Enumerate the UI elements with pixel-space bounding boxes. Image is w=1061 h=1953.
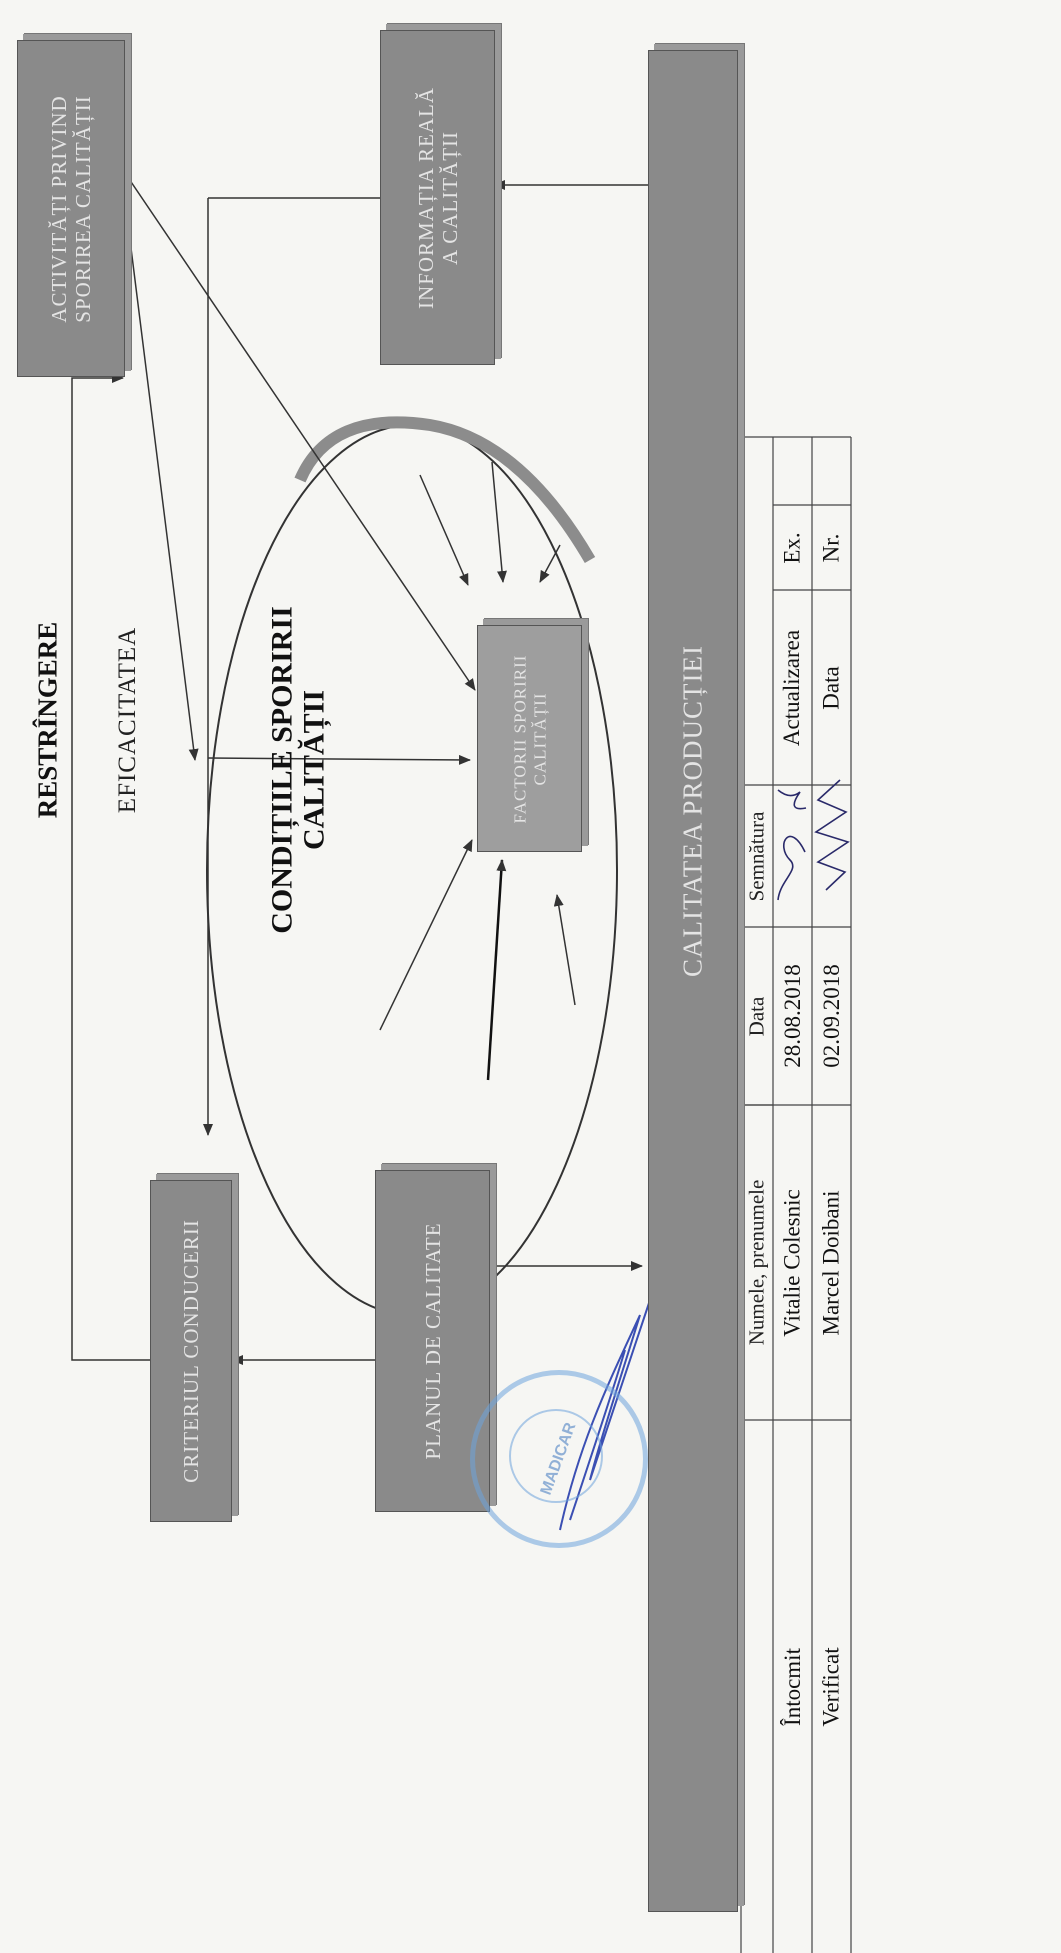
informatia-line1: INFORMAȚIA REALĂ [413,86,438,309]
input-arrow-top-1 [419,474,469,586]
row2-name: Marcel Doibani [818,1190,844,1335]
criteriul-box: CRITERIUL CONDUCERII [150,1180,232,1522]
row1-role: Întocmit [779,1647,805,1726]
activitati-box: ACTIVITĂȚI PRIVIND SPORIREA CALITĂȚII [17,40,125,377]
input-arrow-bottom-1 [379,839,473,1031]
restringere-label: RESTRÎNGERE [32,621,63,819]
company-stamp: MADICAR [470,1370,648,1548]
row2-name-cell: Marcel Doibani [812,1105,851,1420]
conditions-ellipse-shadow [294,416,596,564]
informatia-line2: A CALITĂȚII [437,130,462,265]
data-side-label: Data [818,665,844,710]
factorii-line1: FACTORII SPORIRII [509,654,529,823]
data-side-cell: Data [812,590,851,785]
header-name-cell: Numele, prenumele [741,1105,773,1420]
informatia-box: INFORMAȚIA REALĂ A CALITĂȚII [380,30,495,365]
table-grid [740,436,852,1953]
row2-date-cell: 02.09.2018 [812,927,851,1105]
actualizarea-label: Actualizarea [779,629,805,746]
criteriul-label: CRITERIUL CONDUCERII [178,1219,203,1483]
activitati-to-eficacitatea-arrow [124,199,199,761]
conditii-label-line2: CALITĂȚII [297,689,330,851]
ex-cell: Ex. [773,505,812,590]
input-arrow-top-3 [539,544,561,583]
row1-date: 28.08.2018 [779,964,805,1068]
planul-label: PLANUL DE CALITATE [420,1222,445,1460]
row2-date: 02.09.2018 [818,964,844,1068]
title-block-table: Numele, prenumele Data Semnătura Întocmi… [741,532,851,1953]
stamp-inner-ring [509,1409,603,1503]
ex-label: Ex. [779,531,805,564]
row1-name-cell: Vitalie Colesnic [773,1105,812,1420]
header-name: Numele, prenumele [744,1179,769,1346]
row1-date-cell: 28.08.2018 [773,927,812,1105]
row2-role: Verificat [818,1646,844,1727]
input-arrow-top-2 [491,461,507,583]
header-date-cell: Data [741,927,773,1105]
nr-label: Nr. [818,533,844,562]
header-date: Data [744,996,769,1036]
conditii-label: CONDIȚIILE SPORIRII CALITĂȚII [265,606,331,934]
calitatea-productiei-box: CALITATEA PRODUCȚIEI [648,50,738,1912]
activitati-box-label: ACTIVITĂȚI PRIVIND SPORIREA CALITĂȚII [47,95,95,322]
restringere-loop-arrow [71,373,150,1361]
header-signature: Semnătura [744,811,769,901]
row1-role-cell: Întocmit [773,1420,812,1953]
activitati-to-factorii-arrow [122,169,476,691]
factorii-box: FACTORII SPORIRII CALITĂȚII [477,625,582,852]
activitati-line2: SPORIREA CALITĂȚII [71,94,95,323]
input-arrow-bottom-2 [486,859,507,1081]
row2-role-cell: Verificat [812,1420,851,1953]
calitatea-productiei-label: CALITATEA PRODUCȚIEI [677,644,708,978]
factorii-box-label: FACTORII SPORIRII CALITĂȚII [510,654,549,823]
nr-cell: Nr. [812,505,851,590]
row1-name: Vitalie Colesnic [779,1188,805,1337]
header-signature-cell: Semnătura [741,785,773,927]
actualizarea-cell: Actualizarea [773,590,812,785]
signature-marcel [814,779,850,891]
eficacitatea-to-factorii-arrow [207,754,471,765]
input-arrow-bottom-3 [553,894,576,1006]
signature-vitalie [777,789,807,901]
conditii-label-line1: CONDIȚIILE SPORIRII [265,606,299,934]
eficacitatea-label: EFICACITATEA [114,626,141,814]
informatia-box-label: INFORMAȚIA REALĂ A CALITĂȚII [413,87,461,309]
activitati-line1: ACTIVITĂȚI PRIVIND [46,94,71,323]
factorii-line2: CALITĂȚII [529,691,549,786]
